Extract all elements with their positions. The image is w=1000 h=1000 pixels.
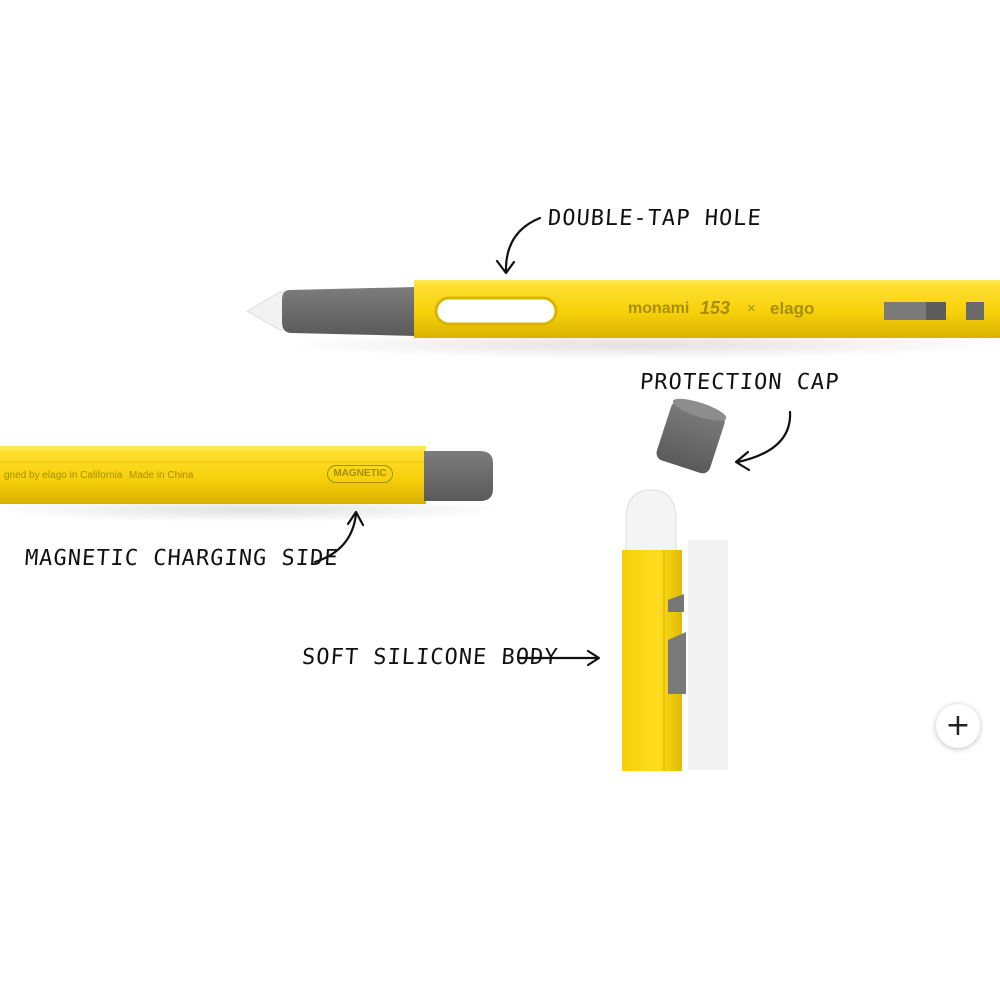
left-pencil-body xyxy=(0,446,426,504)
annotation-arrows xyxy=(313,216,792,667)
magnetic-badge: MAGNETIC xyxy=(327,465,393,483)
top-pencil-grip xyxy=(282,287,416,336)
vertical-pencil-clip-upper xyxy=(668,594,684,612)
top-pencil xyxy=(245,280,1000,359)
top-pencil-slot xyxy=(966,302,984,320)
soft-silicone-body-label: SOFT SILICONE BODY xyxy=(301,645,560,670)
expand-image-button[interactable]: + xyxy=(936,704,980,748)
brand-elago-text: elago xyxy=(770,299,815,318)
arrow-protection-cap xyxy=(736,410,792,464)
vertical-pencil-tip-cover xyxy=(625,489,677,553)
brand-monami-text: monami xyxy=(628,300,690,317)
left-pencil xyxy=(0,446,510,522)
made-in-text: Made in China xyxy=(129,470,194,481)
protection-cap xyxy=(656,398,727,474)
designed-in-text: gned by elago in California xyxy=(4,470,123,481)
left-pencil-end-cap xyxy=(424,451,493,501)
plus-icon: + xyxy=(945,708,971,743)
vertical-pencil-clip-lower xyxy=(668,632,686,694)
magnetic-charging-side-label: MAGNETIC CHARGING SIDE xyxy=(24,546,340,571)
brand-model-text: 153 xyxy=(700,298,731,318)
arrow-magnetic xyxy=(313,512,358,564)
double-tap-hole-label: DOUBLE-TAP HOLE xyxy=(547,206,763,231)
arrow-double-tap xyxy=(504,216,542,274)
brand-collab-x: × xyxy=(747,300,756,317)
double-tap-hole xyxy=(434,296,558,326)
vertical-pencil xyxy=(622,489,728,771)
protection-cap-label: PROTECTION CAP xyxy=(639,370,841,395)
